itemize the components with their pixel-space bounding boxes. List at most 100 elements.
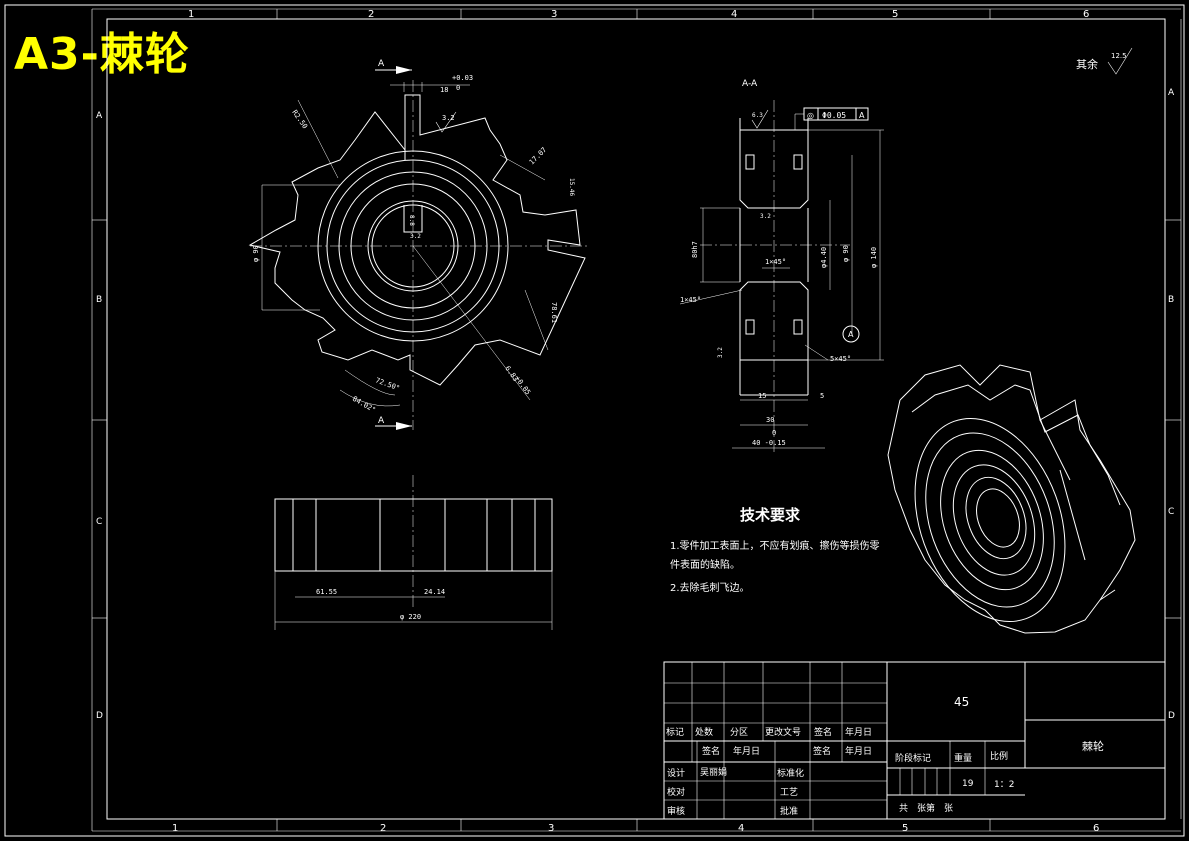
dim-angle-2: 84.02° [351,395,377,415]
isometric-view [887,364,1136,634]
svg-text:其余: 其余 [1076,57,1098,71]
tech-req-item-1: 1.零件加工表面上，不应有划痕、擦伤等损伤零 [670,539,880,552]
zone-left-b: B [96,295,102,305]
dim-hub: 8.8 [408,215,415,226]
dim-w4: 0 [772,429,776,437]
tol-datum: A [859,111,865,120]
zone-top-2: 2 [368,9,374,20]
outer-frame [4,4,1185,837]
dim-width-top: 18 [440,86,448,94]
svg-text:工艺: 工艺 [780,787,798,798]
svg-text:19: 19 [962,779,974,789]
svg-text:3.2: 3.2 [760,213,771,220]
dim-w2: 5 [820,392,824,400]
svg-text:处数: 处数 [695,726,713,738]
inner-frame [106,18,1166,820]
dim-bottom-mid: 24.14 [424,588,445,596]
zone-bottom-2: 2 [380,823,386,834]
svg-text:审核: 审核 [667,805,685,817]
designer-name: 吴丽娟 [700,766,727,778]
dim-d-outer: φ 140 [870,247,878,268]
zone-left-a: A [96,111,103,121]
tol-symbol: ◎ [807,111,814,120]
zone-top-4: 4 [731,9,737,20]
svg-text:标准化: 标准化 [777,767,804,779]
svg-text:3.2: 3.2 [410,233,421,240]
svg-text:共 张第 张: 共 张第 张 [899,802,953,814]
zone-top-1: 1 [188,9,194,20]
zone-left-d: D [96,711,103,721]
chamfer-3: 5×45° [830,355,851,363]
svg-text:0: 0 [456,84,460,92]
svg-text:比例: 比例 [990,750,1008,762]
svg-text:分区: 分区 [730,727,748,738]
dim-bottom-total: φ 220 [400,613,421,621]
dim-w5: 40 -0.15 [752,439,786,447]
datum-a: A [848,330,854,339]
zone-right-a: A [1168,88,1175,98]
svg-text:校对: 校对 [667,786,685,798]
svg-text:年月日: 年月日 [845,745,872,757]
section-mark-bottom: A [378,416,385,426]
zone-right-b: B [1168,295,1174,305]
svg-text:+0.05: +0.05 [513,375,532,397]
zone-right-c: C [1168,507,1174,517]
drawing-title: A3-棘轮 [14,29,190,80]
rough-front-1: 3.2 [442,114,455,122]
part-name: 棘轮 [1082,739,1104,753]
zone-bottom-6: 6 [1093,823,1099,834]
svg-text:签名: 签名 [813,745,831,757]
zone-ticks [92,9,1181,831]
svg-text:签名: 签名 [702,745,720,757]
zone-right-d: D [1168,711,1175,721]
section-label: A-A [742,79,758,89]
svg-text:更改文号: 更改文号 [765,726,801,738]
zone-left-c: C [96,517,102,527]
zone-bottom-5: 5 [902,823,908,834]
svg-text:标记: 标记 [666,726,684,738]
section-view: A-A ◎ Φ0.05 A 6.3 [679,79,884,455]
dim-r-outer: R2.50 [290,109,309,131]
svg-text:3.2: 3.2 [717,347,724,358]
dim-d-inner: φ4.40 [820,247,828,268]
chamfer-1: 1×45° [765,258,786,266]
zone-bottom-1: 1 [172,823,178,834]
zone-top-5: 5 [892,9,898,20]
dim-tol-top: +0.03 [452,74,473,82]
rough-section: 6.3 [752,112,763,119]
svg-text:重量: 重量 [954,752,972,764]
bottom-view: 61.55 24.14 φ 220 [274,475,553,630]
svg-text:年月日: 年月日 [733,745,760,757]
roughness-note: 其余 12.5 [1076,47,1133,75]
svg-text:批准: 批准 [780,805,798,817]
tech-req-item-3: 2.去除毛刺飞边。 [670,581,750,594]
svg-text:年月日: 年月日 [845,726,872,738]
dim-bottom-left: 61.55 [316,588,337,596]
chamfer-2: 1×45° [680,296,701,304]
zone-top-6: 6 [1083,9,1089,20]
tol-value: Φ0.05 [822,111,846,120]
title-block: 45 棘轮 标记 处数 分区 更改文号 签名 年月日 签名 年月日 签名 年月日… [663,661,1166,820]
front-view: φ 90 18 +0.03 0 A R2.50 3.2 17.07 15.46 … [248,59,590,430]
section-mark-top: A [378,59,385,69]
zone-bottom-4: 4 [738,823,744,834]
dim-d-mid: φ 90 [842,245,850,262]
dim-span-right: 78.61 [550,302,558,323]
svg-text:阶段标记: 阶段标记 [895,752,931,764]
svg-text:签名: 签名 [814,726,832,738]
dim-80h7: 80h7 [691,241,699,258]
dim-dia-left: φ 90 [252,245,260,262]
zone-bottom-3: 3 [548,823,554,834]
svg-text:12.5: 12.5 [1111,52,1127,60]
svg-text:设计: 设计 [667,767,685,779]
dim-small: 15.46 [568,178,575,196]
technical-requirements: 技术要求 1.零件加工表面上，不应有划痕、擦伤等损伤零 件表面的缺陷。 2.去除… [670,506,880,594]
dim-w1: 15 [758,392,766,400]
dim-w3: 30 [766,416,774,424]
dim-chord: 17.07 [528,146,549,167]
material: 45 [954,695,969,709]
tech-req-title: 技术要求 [740,506,801,524]
tech-req-item-2: 件表面的缺陷。 [670,558,740,571]
svg-text:1：2: 1：2 [994,780,1014,790]
